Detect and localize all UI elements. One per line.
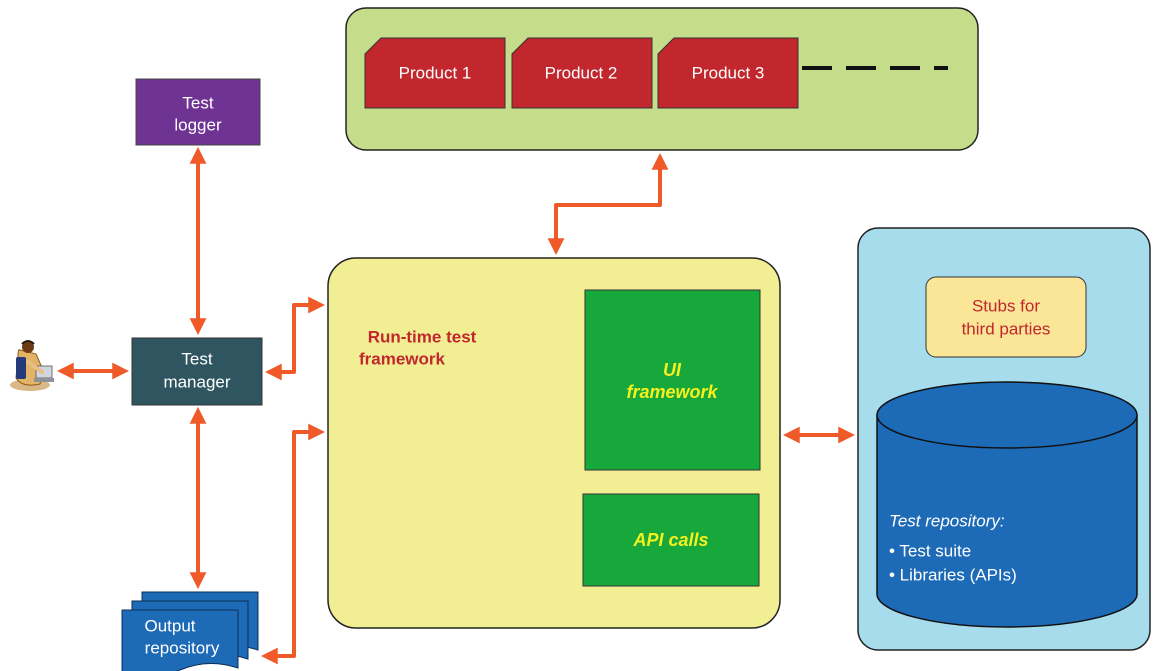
arrow-manager-runtime [264,296,326,381]
output-repository-icon: Output repository [121,591,259,671]
test-repository-item-1: • Test suite [889,541,971,560]
test-manager-line2: manager [163,372,230,391]
stubs-box: Stubs for third parties [925,276,1087,358]
ui-framework-line2: framework [626,382,718,402]
test-repository-title: Test repository: [889,511,1005,530]
runtime-framework-line2: framework [359,349,446,368]
product-label-3: Product 3 [692,63,765,82]
test-logger-line2: logger [174,115,222,134]
stubs-line1: Stubs for [972,296,1040,315]
arrow-output-runtime [260,423,326,665]
test-repository-panel: Stubs for third parties Test repository:… [857,227,1151,651]
runtime-framework-panel: Run-time test framework UI framework API… [327,257,781,629]
output-repository-line1: Output [144,616,195,635]
test-logger-box: Test logger [135,78,261,146]
database-cylinder-icon [876,381,1138,628]
test-logger-line1: Test [182,93,213,112]
product-card-2: Product 2 [511,37,653,109]
api-calls-box: API calls [582,493,760,587]
user-at-computer-icon [10,340,54,391]
products-panel: Product 1 Product 2 Product 3 [345,7,979,151]
product-label-1: Product 1 [399,63,472,82]
product-label-2: Product 2 [545,63,618,82]
stubs-line2: third parties [962,319,1051,338]
product-card-3: Product 3 [657,37,799,109]
ui-framework-line1: UI [663,360,682,380]
product-card-1: Product 1 [364,37,506,109]
ui-framework-box: UI framework [584,289,761,471]
output-repository-line2: repository [145,638,220,657]
test-manager-line1: Test [181,349,212,368]
test-repository-item-2: • Libraries (APIs) [889,565,1017,584]
runtime-framework-line1: Run-time test [368,327,477,346]
arrow-runtime-products [547,152,669,256]
test-manager-box: Test manager [131,337,263,406]
api-calls-label: API calls [632,530,708,550]
